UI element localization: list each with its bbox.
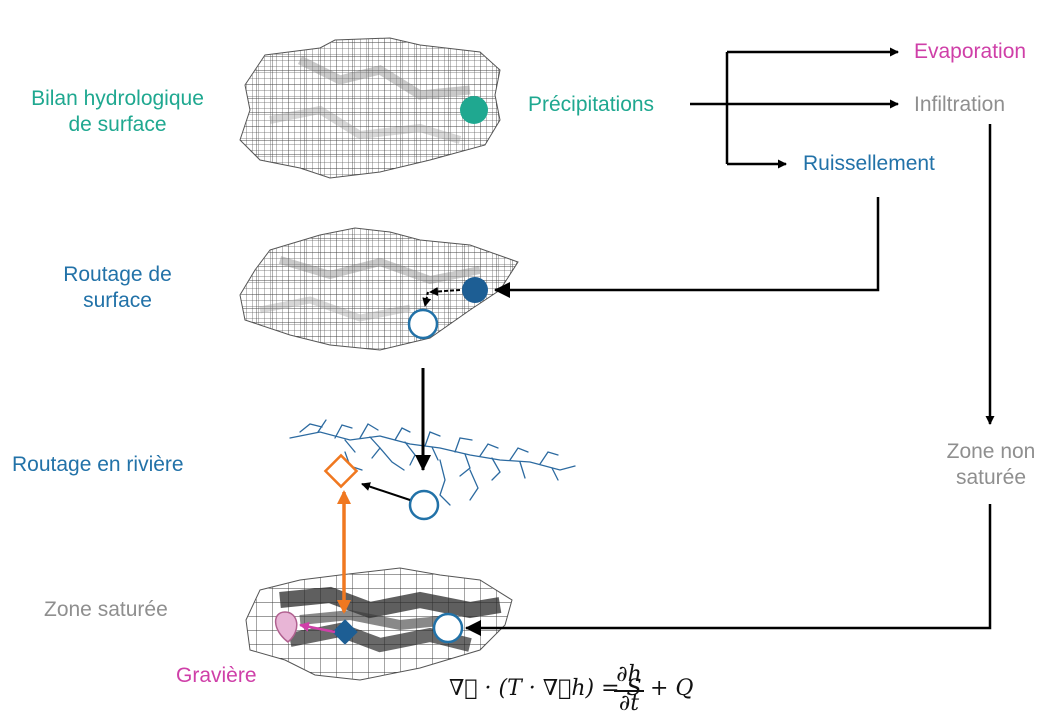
label-zone-non-saturee: Zone non saturée (926, 439, 1056, 491)
label-graviere: Gravière (176, 664, 257, 687)
label-bilan-hydrologique: Bilan hydrologique de surface (10, 86, 225, 138)
river-exchange-diamond (323, 453, 359, 489)
river-network (289, 419, 576, 506)
equation-fraction-bar (614, 690, 644, 692)
river-node (408, 489, 440, 521)
surface-routing-input-node (462, 277, 488, 303)
aquifer-node (432, 612, 464, 644)
surface-routing-output-node (407, 308, 439, 340)
groundwater-equation: ∇⃗ · (T · ∇⃗h) = S ∂h ∂t + Q (449, 660, 699, 716)
label-routage-riviere: Routage en rivière (12, 453, 184, 476)
label-zone-non-line1: Zone non (946, 440, 1036, 463)
river-to-exchange-arrow (361, 482, 411, 501)
label-infiltration: Infiltration (914, 93, 1006, 116)
label-evaporation: Evaporation (914, 40, 1027, 63)
equation-lhs: ∇⃗ · (T · ∇⃗h) = S (449, 676, 642, 701)
label-bilan-line2: de surface (68, 113, 167, 136)
ruissellement-to-routing-arrow (494, 197, 880, 298)
label-precipitations: Précipitations (528, 93, 655, 116)
label-routage-surface-line2: surface (83, 289, 152, 312)
equation-fraction-numerator: ∂h (616, 662, 642, 687)
label-routage-surface: Routage de surface (40, 262, 195, 314)
label-zone-non-line2: saturée (955, 466, 1027, 489)
equation-fraction-denominator: ∂t (618, 691, 640, 716)
label-zone-saturee: Zone saturée (44, 598, 168, 621)
surface-flow-arrow (429, 286, 461, 296)
label-bilan-line1: Bilan hydrologique (31, 87, 204, 110)
unsaturated-to-aquifer-arrow (465, 504, 992, 636)
label-ruissellement: Ruissellement (803, 152, 935, 175)
surface-balance-grid (239, 37, 501, 179)
aquifer-to-graviere-arrow (299, 621, 336, 634)
graviere-node (274, 611, 298, 643)
aquifer-exchange-diamond (332, 619, 358, 645)
surface-flow-arrow-down (422, 291, 432, 307)
precipitation-node (460, 96, 488, 124)
label-routage-surface-line1: Routage de (63, 263, 172, 286)
equation-rhs: + Q (650, 676, 694, 701)
